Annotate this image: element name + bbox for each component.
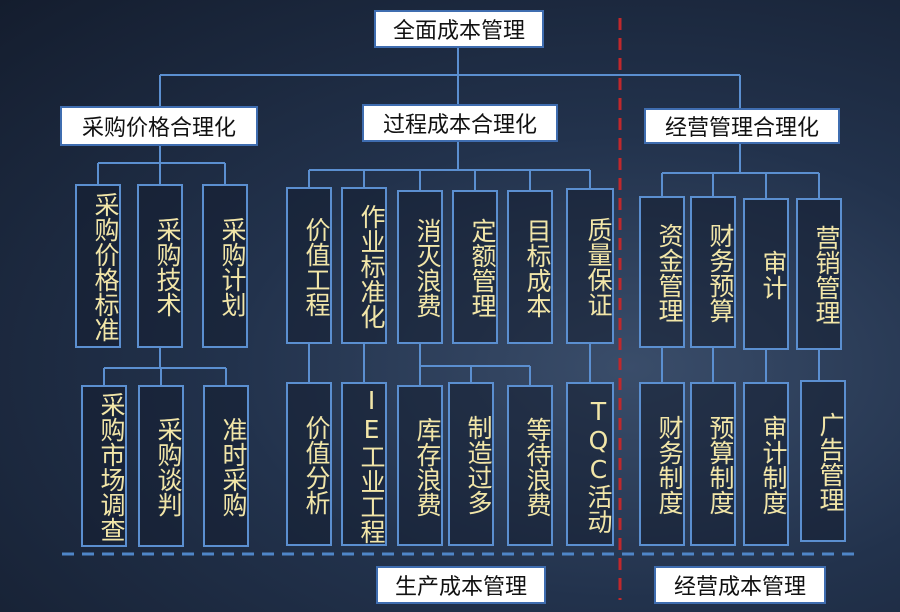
node-quality-assurance: 质量保证 [566, 188, 614, 344]
node-jit-purchase: 准时采购 [203, 385, 249, 547]
node-audit-system: 审计制度 [743, 382, 789, 546]
node-inventory-waste: 库存浪费 [397, 385, 443, 546]
node-audit: 审计 [743, 198, 789, 350]
node-purchase-plan: 采购计划 [202, 184, 248, 348]
node-work-standardization: 作业标准化 [341, 187, 387, 344]
node-process-cost: 过程成本合理化 [362, 104, 558, 142]
node-target-cost: 目标成本 [507, 190, 553, 344]
node-advertising-management: 广告管理 [800, 380, 846, 542]
node-purchase-technique: 采购技术 [137, 184, 183, 348]
node-financial-system: 财务制度 [639, 382, 685, 546]
node-negotiation: 采购谈判 [138, 385, 184, 547]
label-production-cost: 生产成本管理 [376, 566, 546, 604]
node-purchase-price: 采购价格合理化 [60, 106, 258, 146]
node-purchase-price-standard: 采购价格标准 [75, 184, 121, 348]
node-eliminate-waste: 消灭浪费 [397, 190, 443, 344]
node-tqc-activity: TQC活动 [566, 382, 614, 546]
node-budget-system: 预算制度 [690, 382, 736, 546]
node-value-analysis: 价值分析 [286, 382, 332, 546]
root-node: 全面成本管理 [374, 10, 544, 48]
label-operation-cost: 经营成本管理 [654, 566, 826, 604]
node-market-survey: 采购市场调查 [81, 385, 127, 547]
node-quota-management: 定额管理 [452, 190, 498, 344]
node-marketing-management: 营销管理 [796, 198, 842, 350]
node-overproduction: 制造过多 [448, 382, 494, 546]
node-waiting-waste: 等待浪费 [507, 385, 553, 546]
node-fund-management: 资金管理 [639, 196, 685, 348]
node-industrial-engineering: IE工业工程 [341, 382, 387, 546]
node-value-engineering: 价值工程 [286, 187, 332, 344]
node-operation-management: 经营管理合理化 [644, 108, 840, 144]
node-financial-budget: 财务预算 [690, 196, 736, 348]
